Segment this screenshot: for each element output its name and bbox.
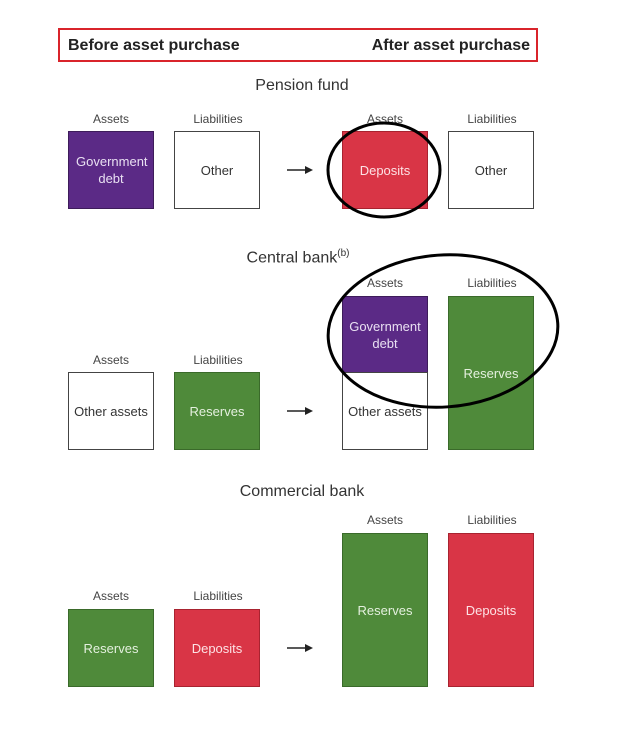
pension-after-deposits: Deposits bbox=[342, 131, 428, 209]
pension-fund-title: Pension fund bbox=[255, 77, 349, 94]
commercial-after-liabilities-label: Liabilities bbox=[467, 513, 517, 527]
pension-before-assets-label: Assets bbox=[92, 112, 129, 126]
central-arrow-icon bbox=[287, 407, 313, 415]
commercial-bank-title: Commercial bank bbox=[239, 483, 365, 500]
pension-after-assets-label: Assets bbox=[366, 112, 403, 126]
central-before-liabilities-label: Liabilities bbox=[193, 353, 243, 367]
central-after-liabilities-label: Liabilities bbox=[467, 276, 517, 290]
central-after-government-debt: Government debt bbox=[342, 296, 428, 373]
commercial-after-deposits: Deposits bbox=[448, 533, 534, 687]
commercial-before-reserves: Reserves bbox=[68, 609, 154, 687]
commercial-before-liabilities-label: Liabilities bbox=[193, 589, 243, 603]
commercial-before-deposits: Deposits bbox=[174, 609, 260, 687]
pension-after-other: Other bbox=[448, 131, 534, 209]
central-bank-title: Central bank(b) bbox=[246, 248, 350, 267]
comparison-header: Before asset purchase After asset purcha… bbox=[58, 28, 538, 62]
central-after-other-assets: Other assets bbox=[342, 372, 428, 450]
central-after-assets-label: Assets bbox=[366, 276, 403, 290]
pension-before-liabilities-label: Liabilities bbox=[193, 112, 243, 126]
after-label: After asset purchase bbox=[371, 37, 530, 54]
central-after-reserves: Reserves bbox=[448, 296, 534, 450]
commercial-after-reserves: Reserves bbox=[342, 533, 428, 687]
central-before-reserves: Reserves bbox=[174, 372, 260, 450]
central-before-other-assets: Other assets bbox=[68, 372, 154, 450]
commercial-arrow-icon bbox=[287, 644, 313, 652]
pension-before-government-debt: Government debt bbox=[68, 131, 154, 209]
commercial-before-assets-label: Assets bbox=[92, 589, 129, 603]
before-label: Before asset purchase bbox=[68, 37, 240, 54]
commercial-after-assets-label: Assets bbox=[366, 513, 403, 527]
pension-arrow-icon bbox=[287, 166, 313, 174]
pension-after-liabilities-label: Liabilities bbox=[467, 112, 517, 126]
pension-before-other: Other bbox=[174, 131, 260, 209]
central-before-assets-label: Assets bbox=[92, 353, 129, 367]
